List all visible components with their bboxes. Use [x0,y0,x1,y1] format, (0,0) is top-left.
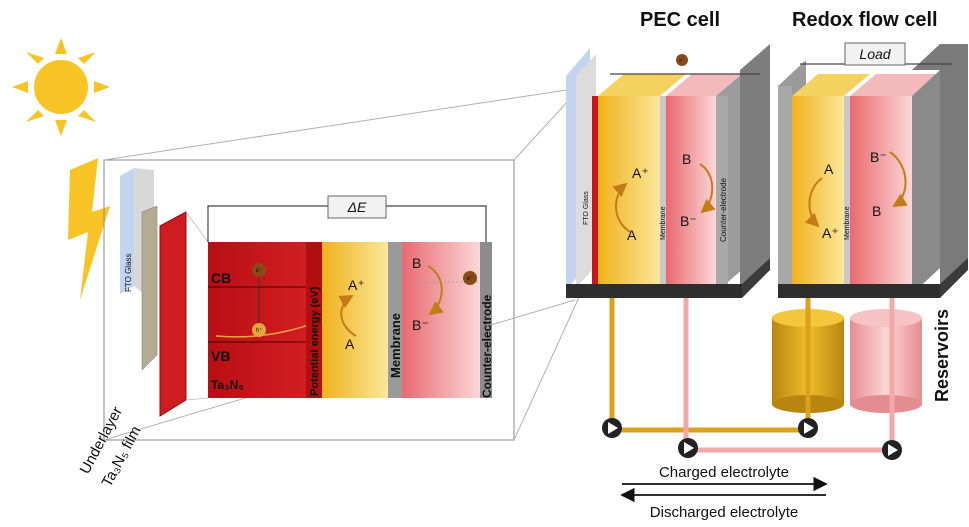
ta3n5-label: Ta₃N₅ [211,378,244,392]
pump-icon [798,418,818,438]
underlayer-layer [141,205,158,371]
electron-label: e⁻ [256,268,263,274]
rfc-front-plate-face [778,86,792,296]
oxidation-arrow [338,295,357,337]
rfc-catholyte [850,96,912,284]
rfc-b-label: B [872,203,881,219]
pump-icons [602,418,902,460]
pec-fto-glass-label: FTO Glass [583,191,590,225]
semiconductor-block [208,242,322,398]
pec-anolyte-top [598,74,686,96]
electron-icon [252,263,266,277]
hole-label: h⁺ [256,327,263,334]
rfc-membrane-label: Membrane [844,206,851,240]
hole-icon [252,323,266,337]
reduction-arrow [427,265,444,316]
pec-electron-label: e⁻ [679,58,685,64]
rfc-a-plus-label: A⁺ [822,225,839,241]
counter-electrode-zone [480,242,492,398]
pec-reduction-arrow [699,163,716,214]
catholyte-reservoir [850,309,922,413]
pec-counter-electrode-face [716,96,728,292]
rfc-back-plate-edge [912,44,968,288]
rfc-oxidation-arrow [804,177,823,228]
membrane-zone [388,242,402,398]
counter-electrode-label: Counter-electrode [480,294,494,398]
potential-energy-label: Potential energy (eV) [309,286,321,396]
rfc-base-front [778,284,940,298]
pec-back-plate [740,44,770,286]
rfc-anolyte [792,96,844,284]
pec-membrane [660,96,666,284]
sun-icon [12,38,110,136]
pec-b-label: B [682,151,691,167]
pec-membrane-label: Membrane [660,206,667,240]
pec-photoanode-film [592,96,598,284]
charged-electrolyte-label: Charged electrolyte [659,464,789,481]
redox-flow-cell-title: Redox flow cell [792,9,938,31]
a-label: A [345,336,355,352]
rfc-membrane [844,96,850,284]
delta-e-label: ΔE [347,199,367,215]
load-box [844,42,906,66]
pec-electron-icon [676,54,688,66]
b-label: B [412,255,421,271]
potential-axis-bar [306,242,322,398]
rfc-anolyte-top [792,74,870,96]
pec-a-plus-label: A⁺ [632,165,649,181]
electron-counter-label: e⁻ [467,276,474,282]
anolyte-zone [322,242,388,398]
vb-label: VB [211,348,230,364]
ta3n5-film-layer [159,211,187,417]
film-zoom-lines [185,211,209,401]
load-label: Load [859,46,891,62]
pump-icon [602,418,622,438]
fto-glass-layer [120,168,134,294]
pec-a-label: A [627,227,637,243]
membrane-label: Membrane [388,313,403,378]
pec-anolyte [598,96,660,284]
fto-glass-label: FTO Glass [124,253,133,292]
pec-glass-back [576,54,596,288]
rfc-reduction-arrow [889,151,908,208]
pec-b-minus-label: B⁻ [680,213,697,229]
rfc-a-label: A [824,161,834,177]
zoom-panel-frame [103,159,515,441]
b-minus-label: B⁻ [412,317,429,333]
pec-base-front [566,284,742,298]
reservoirs-label: Reservoirs [932,309,952,402]
lightning-bolt-icon [68,158,110,300]
electron-icon-counter [463,271,477,285]
pec-cell-title: PEC cell [640,9,720,31]
a-plus-label: A⁺ [348,277,365,293]
pump-icon [882,440,902,460]
pump-icon [678,438,698,458]
gold-pipe-network [609,298,811,433]
rfc-back-plate [912,70,940,294]
rfc-b-minus-label: B⁻ [870,149,887,165]
pink-pipe-network [683,298,895,453]
discharged-electrolyte-label: Discharged electrolyte [650,504,798,521]
cb-label: CB [211,270,231,286]
pec-catholyte-top [666,74,742,96]
catholyte-zone [402,242,480,398]
delta-e-box [327,195,387,219]
pec-catholyte [666,96,716,284]
rfc-catholyte-top [850,74,938,96]
pec-oxidation-arrow [612,182,631,233]
pec-counter-electrode-label: Counter-electrode [719,177,728,242]
